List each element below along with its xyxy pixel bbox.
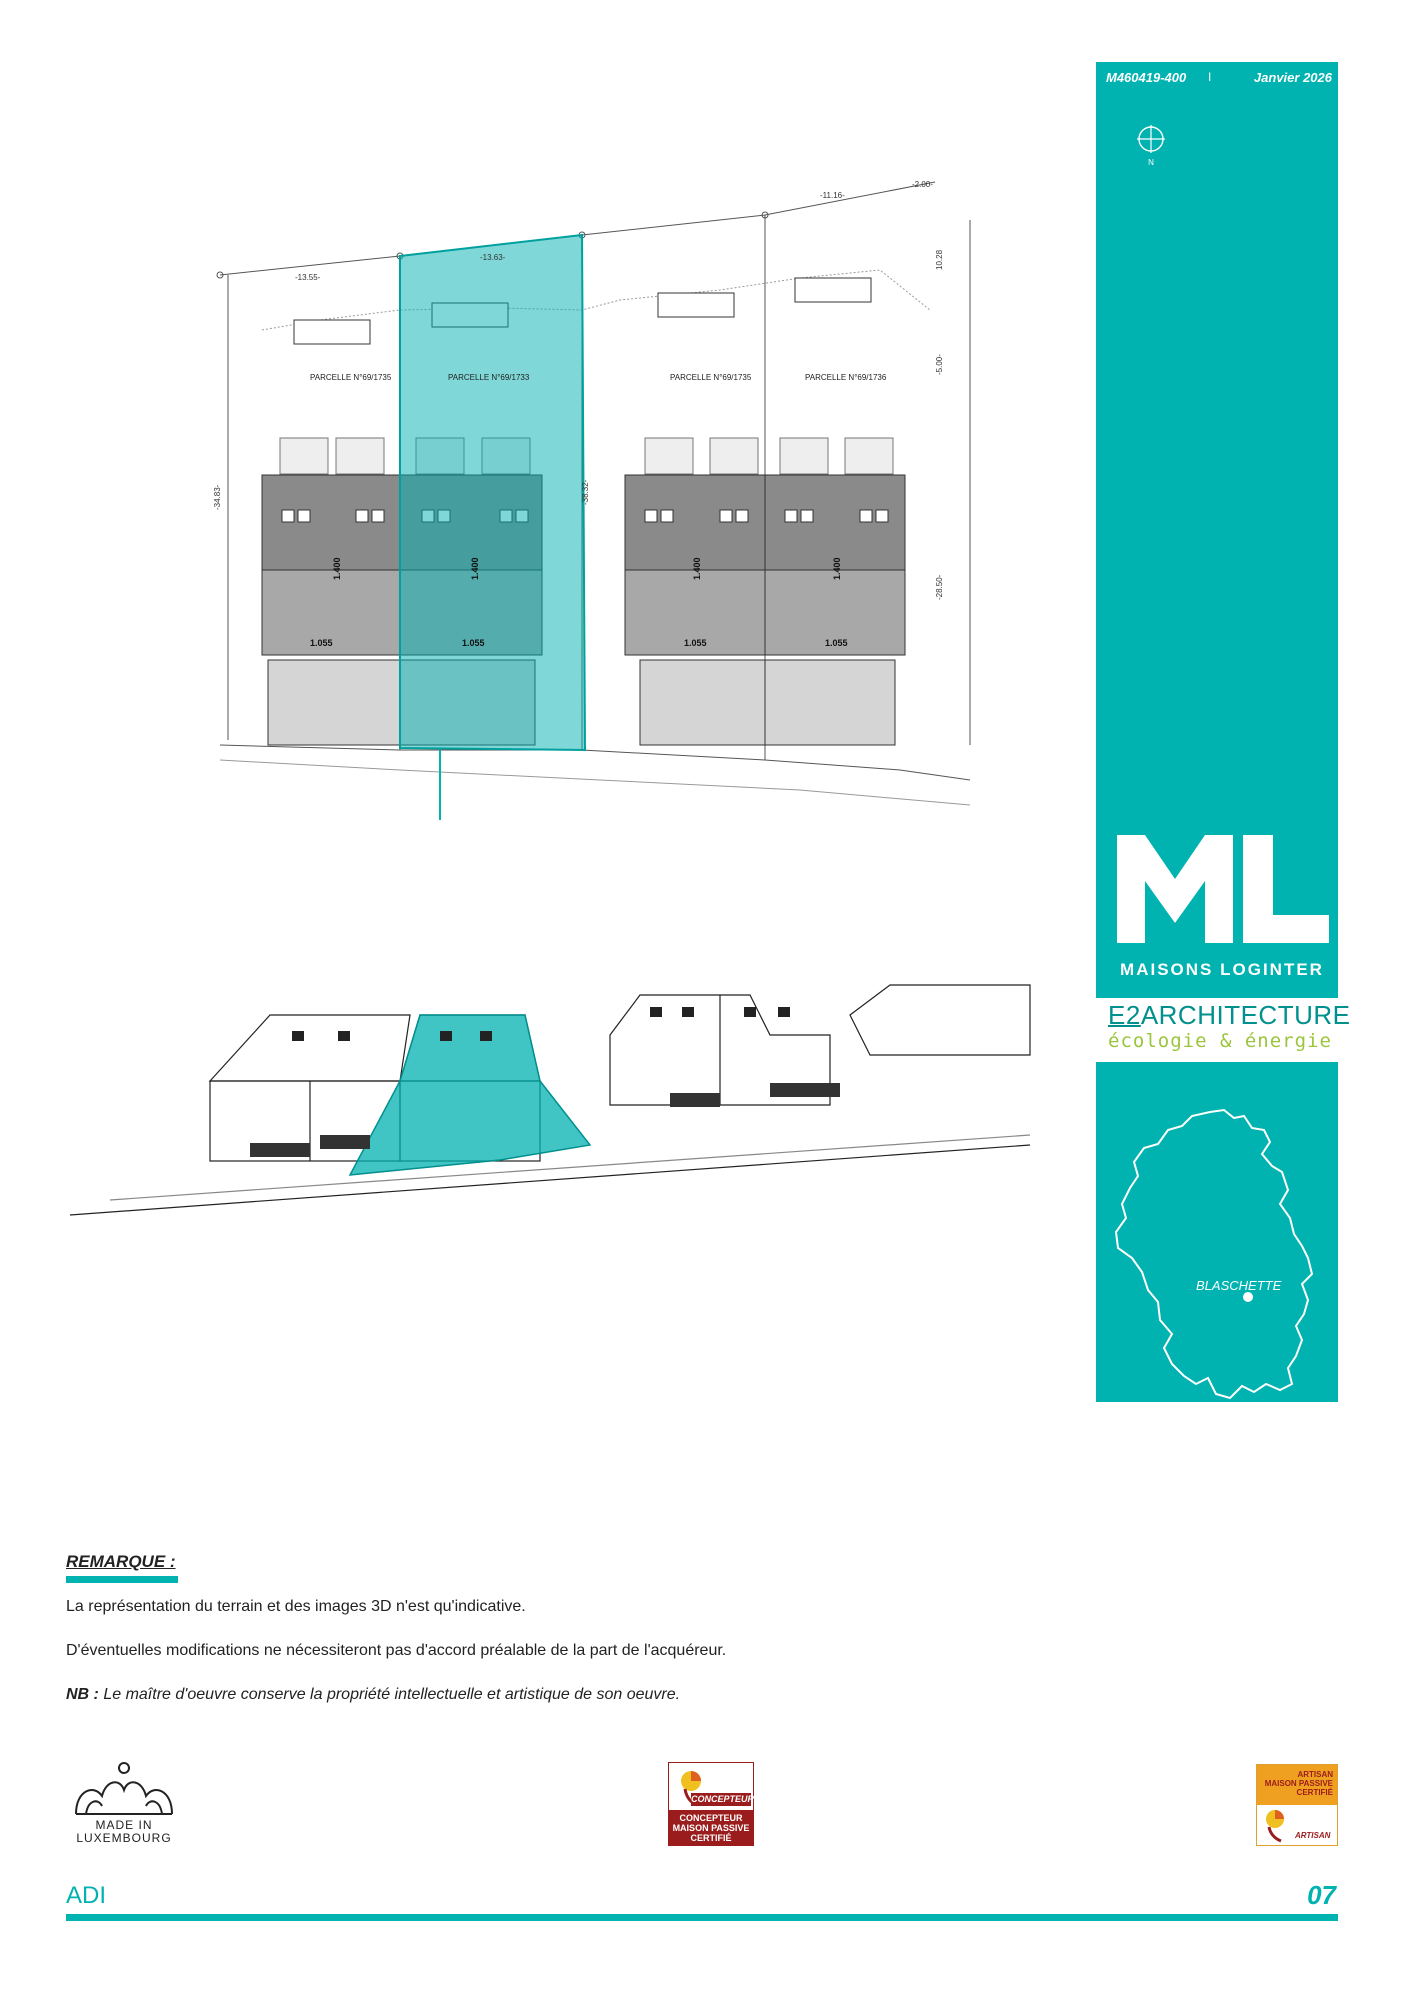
dimension-label: 10.28 bbox=[935, 249, 944, 270]
concepteur-tag: CONCEPTEUR bbox=[691, 1793, 755, 1806]
made-in-line-1: MADE IN bbox=[95, 1818, 153, 1832]
header-separator: I bbox=[1208, 70, 1212, 84]
parcel-label: PARCELLE N°69/1735 bbox=[670, 373, 752, 382]
site-plan-drawing: PARCELLE N°69/1735 PARCELLE N°69/1733 PA… bbox=[213, 180, 971, 820]
remarque-underline bbox=[66, 1576, 178, 1583]
dimension-label: -13.63- bbox=[480, 253, 506, 262]
parcel-label: PARCELLE N°69/1735 bbox=[310, 373, 392, 382]
made-in-luxembourg-logo bbox=[75, 1762, 173, 1815]
architect-tagline: écologie & énergie bbox=[1108, 1030, 1332, 1052]
remarque-line-2: D'éventuelles modifications ne nécessite… bbox=[66, 1642, 727, 1659]
made-in-line-2: LUXEMBOURG bbox=[76, 1831, 172, 1845]
dimension-label: 1.400 bbox=[470, 557, 480, 580]
page-number: 07 bbox=[1307, 1880, 1336, 1910]
project-reference: M460419-400 bbox=[1106, 70, 1187, 85]
dimension-label: 1.400 bbox=[692, 557, 702, 580]
3d-sketch-illustration bbox=[70, 984, 1031, 1216]
dimension-label: 1.055 bbox=[462, 638, 485, 648]
artisan-tag: ARTISAN bbox=[1295, 1831, 1331, 1840]
remarque-line-1: La représentation du terrain et des imag… bbox=[66, 1598, 526, 1615]
remarque-nb: NB : Le maître d'oeuvre conserve la prop… bbox=[66, 1686, 680, 1704]
dimension-label: -34.83- bbox=[213, 484, 222, 510]
architect-name: E2ARCHITECTURE bbox=[1108, 1002, 1350, 1028]
parcel-label: PARCELLE N°69/1736 bbox=[805, 373, 887, 382]
dimension-label: -13.55- bbox=[295, 273, 321, 282]
nb-label: NB : bbox=[66, 1686, 99, 1703]
passive-house-icon bbox=[1266, 1810, 1284, 1843]
compass-north-label: N bbox=[1148, 158, 1154, 167]
architect-word: ARCHITECTURE bbox=[1140, 1000, 1351, 1030]
ml-logo bbox=[1117, 835, 1329, 943]
dimension-label: 1.055 bbox=[310, 638, 333, 648]
document-date: Janvier 2026 bbox=[1253, 70, 1332, 85]
dimension-label: -5.00- bbox=[935, 354, 944, 375]
brand-name: MAISONS LOGINTER bbox=[1120, 960, 1324, 979]
parcel-label: PARCELLE N°69/1733 bbox=[448, 373, 530, 382]
footer-rule bbox=[66, 1914, 1338, 1921]
e2-architecture-logo bbox=[1096, 998, 1338, 1062]
dimension-label: -2.00- bbox=[912, 180, 933, 189]
footer-label: ADI bbox=[66, 1882, 107, 1909]
dimension-label: 1.055 bbox=[684, 638, 707, 648]
dimension-label: -11.16- bbox=[820, 191, 845, 200]
city-label: BLASCHETTE bbox=[1196, 1278, 1282, 1293]
nb-text: Le maître d'oeuvre conserve la propriété… bbox=[98, 1686, 681, 1703]
dimension-label: 1.400 bbox=[332, 557, 342, 580]
dimension-label: 1.055 bbox=[825, 638, 848, 648]
luxembourg-map bbox=[1114, 1108, 1314, 1400]
dimension-label: -38.32- bbox=[581, 479, 590, 505]
architect-prefix: E2 bbox=[1108, 1000, 1141, 1030]
compass-icon: N bbox=[1137, 125, 1165, 167]
remarque-title: REMARQUE : bbox=[66, 1552, 176, 1571]
dimension-label: 1.400 bbox=[832, 557, 842, 580]
dimension-label: -28.50- bbox=[935, 574, 944, 600]
